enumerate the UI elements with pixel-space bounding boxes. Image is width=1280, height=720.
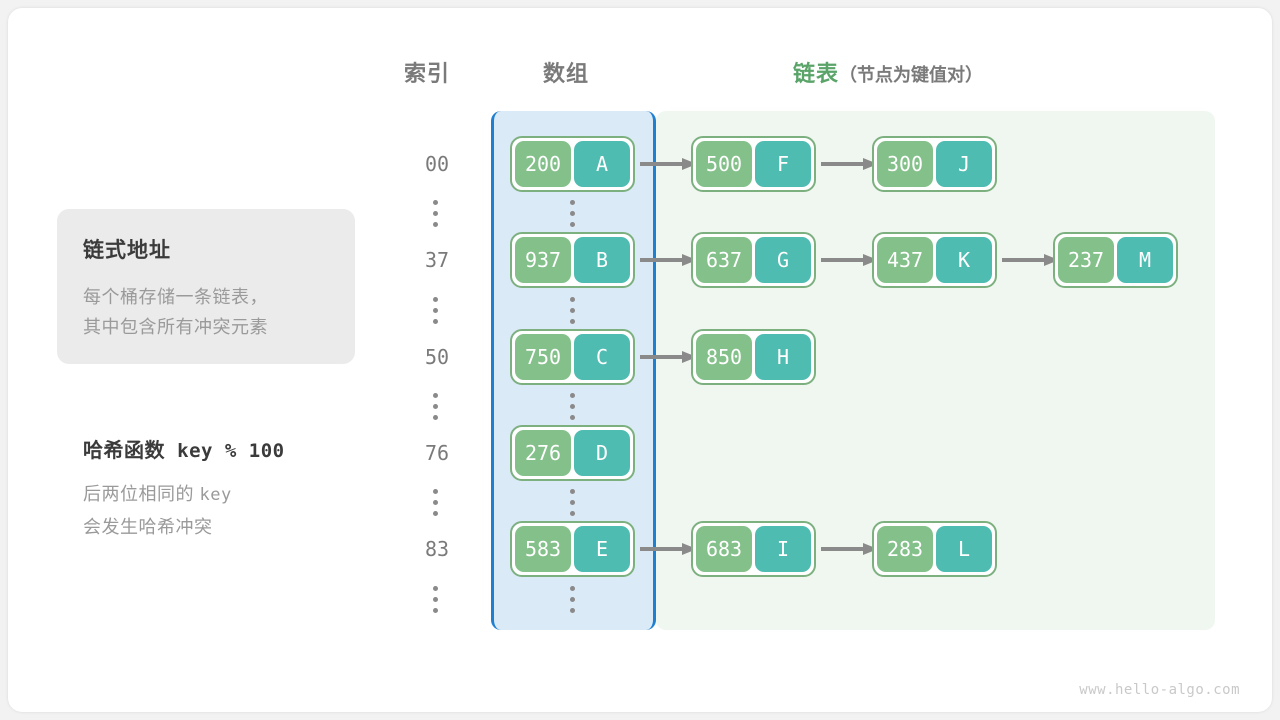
node-key: 300	[877, 141, 933, 187]
node-key: 437	[877, 237, 933, 283]
node-key: 937	[515, 237, 571, 283]
row-index-label: 83	[424, 537, 450, 561]
column-heading-linkedlist: 链表（节点为键值对）	[793, 56, 983, 88]
chain-arrow-icon	[640, 542, 697, 556]
node-key: 237	[1058, 237, 1114, 283]
node-key: 683	[696, 526, 752, 572]
array-column-ellipsis	[570, 489, 575, 516]
node-key: 637	[696, 237, 752, 283]
info-card-body: 每个桶存储一条链表， 其中包含所有冲突元素	[83, 282, 268, 342]
row-index-label: 00	[424, 152, 450, 176]
node-value: B	[574, 237, 630, 283]
node-value: A	[574, 141, 630, 187]
node-key: 750	[515, 334, 571, 380]
chain-arrow-icon	[1002, 253, 1059, 267]
linkedlist-heading-sub: （节点为键值对）	[839, 65, 984, 85]
array-column-ellipsis	[570, 586, 575, 613]
index-column-ellipsis	[433, 393, 438, 420]
node-value: I	[755, 526, 811, 572]
index-column-ellipsis	[433, 297, 438, 324]
hash-note-cn: 后两位相同的	[83, 484, 194, 504]
hash-function-note: 后两位相同的 key 会发生哈希冲突	[83, 478, 232, 543]
hash-function-title: 哈希函数 key % 100	[83, 434, 285, 463]
hash-note-key: key	[199, 485, 232, 505]
row-index-label: 76	[424, 441, 450, 465]
node-value: G	[755, 237, 811, 283]
chain-arrow-icon	[640, 157, 697, 171]
node-key: 583	[515, 526, 571, 572]
hash-function-expression: key % 100	[177, 440, 285, 462]
index-column-ellipsis	[433, 586, 438, 613]
node-value: K	[936, 237, 992, 283]
node-value: C	[574, 334, 630, 380]
chain-arrow-icon	[821, 253, 878, 267]
node-value: D	[574, 430, 630, 476]
array-column-ellipsis	[570, 297, 575, 324]
node-value: F	[755, 141, 811, 187]
hash-function-note-line-2: 会发生哈希冲突	[83, 517, 213, 537]
info-card-background	[57, 209, 355, 364]
column-heading-array: 数组	[543, 61, 590, 86]
node-key: 276	[515, 430, 571, 476]
linkedlist-heading-main: 链表	[793, 61, 840, 86]
node-key: 200	[515, 141, 571, 187]
node-value: M	[1117, 237, 1173, 283]
node-key: 283	[877, 526, 933, 572]
info-card-body-line-1: 每个桶存储一条链表，	[83, 287, 268, 307]
chain-arrow-icon	[640, 253, 697, 267]
chain-arrow-icon	[821, 157, 878, 171]
array-column-ellipsis	[570, 200, 575, 227]
info-card-title: 链式地址	[83, 239, 171, 262]
array-column-ellipsis	[570, 393, 575, 420]
node-value: J	[936, 141, 992, 187]
node-key: 850	[696, 334, 752, 380]
hash-function-note-line-1: 后两位相同的 key	[83, 478, 232, 511]
row-index-label: 37	[424, 248, 450, 272]
chain-arrow-icon	[640, 350, 697, 364]
row-index-label: 50	[424, 345, 450, 369]
node-value: L	[936, 526, 992, 572]
watermark: www.hello-algo.com	[1079, 682, 1240, 698]
column-heading-index: 索引	[404, 61, 451, 86]
hash-function-label: 哈希函数	[83, 440, 165, 462]
index-column-ellipsis	[433, 489, 438, 516]
node-value: H	[755, 334, 811, 380]
node-value: E	[574, 526, 630, 572]
index-column-ellipsis	[433, 200, 438, 227]
node-key: 500	[696, 141, 752, 187]
chain-arrow-icon	[821, 542, 878, 556]
info-card-body-line-2: 其中包含所有冲突元素	[83, 317, 268, 337]
